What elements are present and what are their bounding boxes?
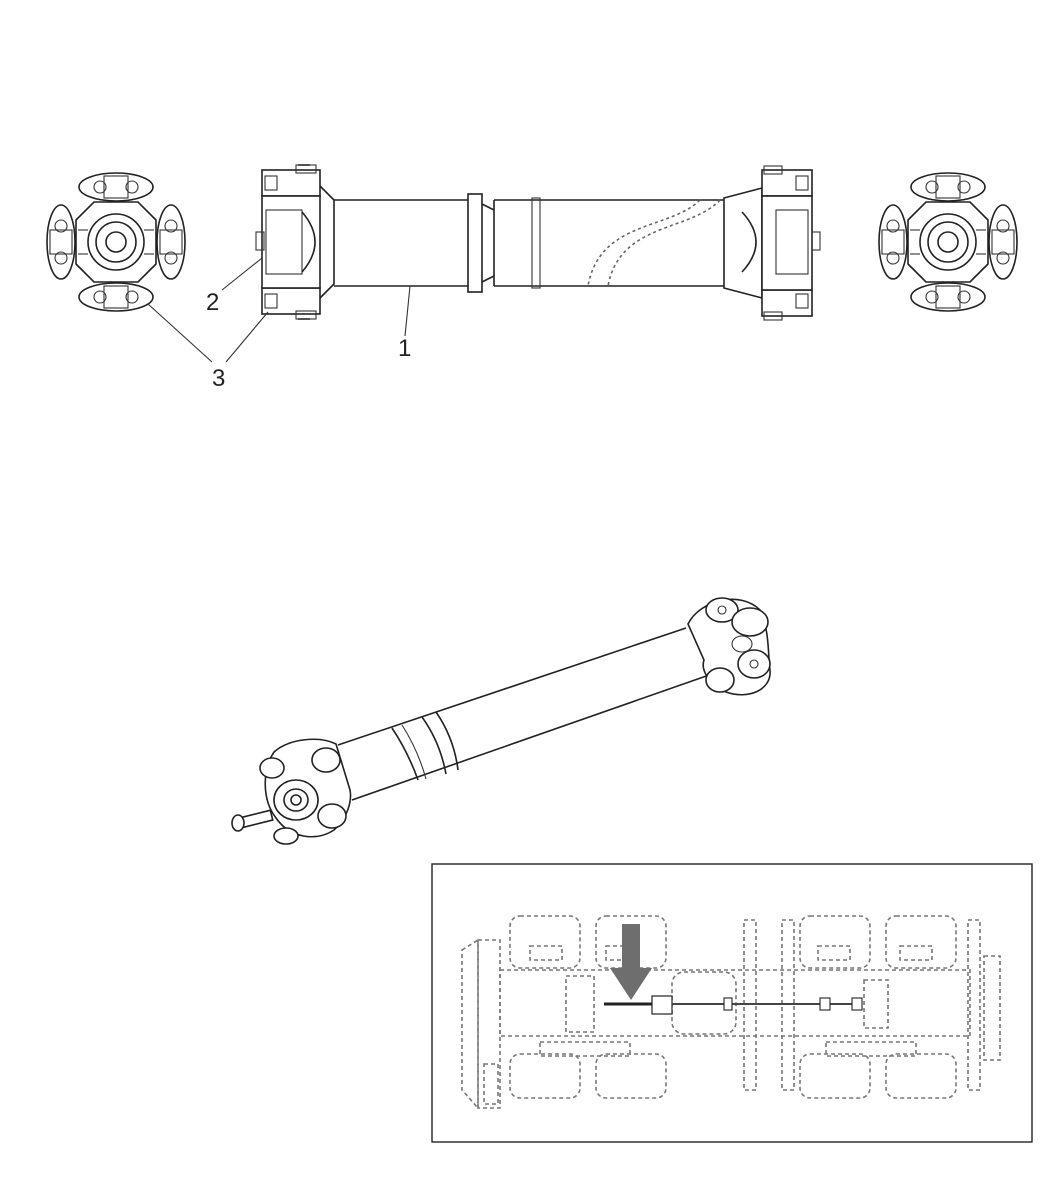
callout-2: 2 bbox=[206, 289, 219, 316]
vehicle-locator-inset bbox=[431, 863, 1033, 1143]
leader-lines bbox=[147, 257, 411, 363]
cross-end-view-right bbox=[878, 172, 1018, 312]
down-arrow-icon bbox=[610, 924, 652, 1000]
callout-3: 3 bbox=[212, 365, 225, 392]
callout-1: 1 bbox=[398, 335, 411, 362]
cross-end-view-left bbox=[46, 172, 186, 312]
drive-shaft-side-view bbox=[255, 164, 821, 321]
drive-shaft-isometric-view bbox=[231, 597, 771, 845]
